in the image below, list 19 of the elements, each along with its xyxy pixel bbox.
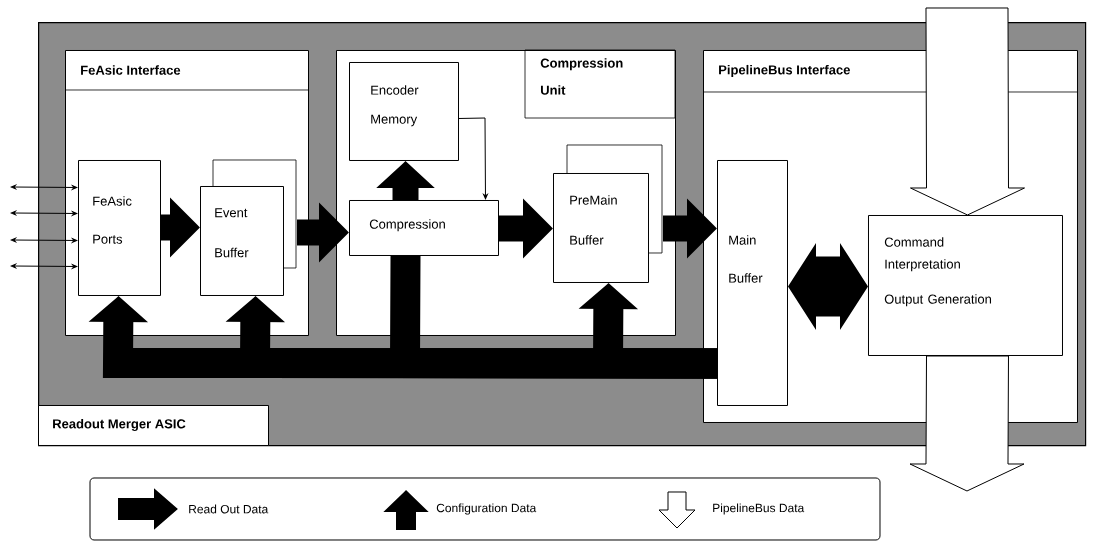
- arrow: [10, 237, 78, 243]
- port-block: FeAsic Ports: [78, 160, 161, 296]
- compression-block: Compression: [349, 200, 499, 256]
- buffer-block: Main Buffer: [717, 160, 788, 406]
- hollow-arrow: [910, 7, 1025, 216]
- buffer-block: PreMain Buffer: [553, 144, 663, 283]
- command-block: Command Interpretation Output Generation: [868, 215, 1063, 356]
- legend-label: PipelineBus Data: [713, 503, 805, 515]
- buffer-block: Event Buffer: [200, 159, 297, 296]
- double-arrow: [788, 243, 868, 330]
- arrow: [10, 210, 78, 216]
- title-box: Readout Merger ASIC: [38, 405, 269, 446]
- hollow-arrow: [909, 355, 1025, 492]
- memory-block: Encoder Memory: [349, 62, 459, 161]
- legend-label: Configuration Data: [436, 503, 537, 515]
- arrow: [10, 184, 78, 190]
- arrow: [458, 117, 488, 200]
- arrow: [10, 263, 78, 269]
- legend-label: Read Out Data: [189, 504, 269, 514]
